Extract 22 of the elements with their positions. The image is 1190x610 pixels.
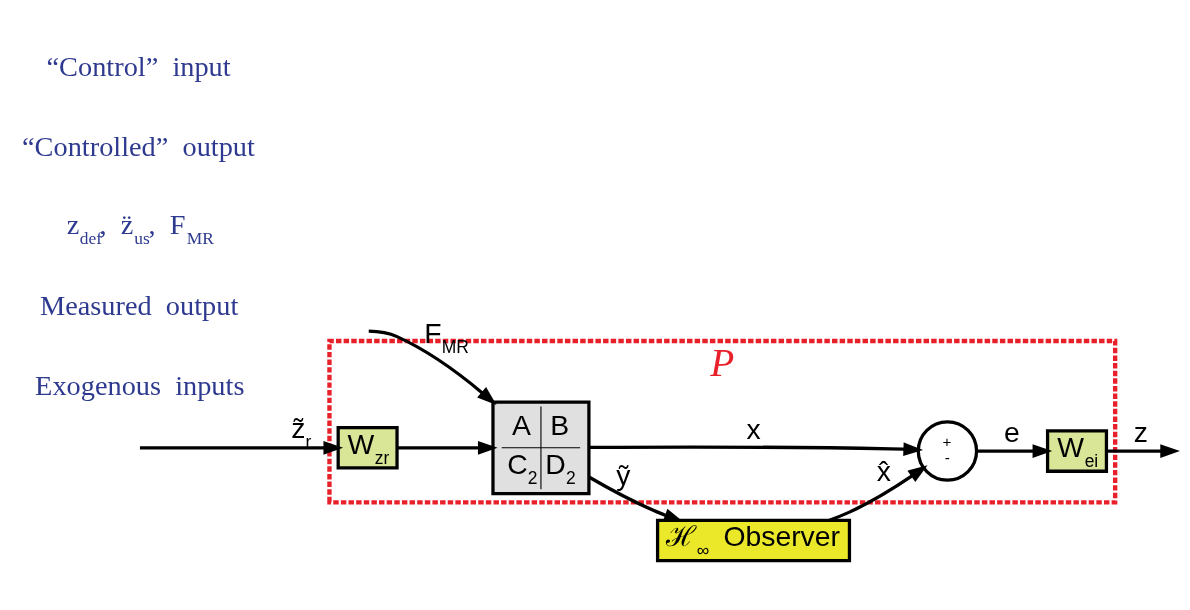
node-circle: + - (916, 420, 979, 482)
node-box: ℋ$_{∞}$ Observer (655, 518, 852, 563)
arrow (368, 329, 497, 406)
edge-label: z (1133, 416, 1148, 449)
edge-label: x̂ (876, 455, 891, 488)
label: z$_{def}$, z̈$_{us}$, F$_{MR}$ (66, 209, 214, 249)
arrow (139, 440, 344, 455)
edge-label: ỹ (616, 458, 631, 491)
edge-label: x (746, 412, 761, 445)
arrow (828, 465, 928, 522)
edge-label: e (1003, 416, 1020, 449)
arrow (397, 440, 498, 455)
arrow (976, 444, 1053, 458)
label: “Controlled” output (22, 130, 255, 162)
label: Measured output (40, 290, 239, 322)
arrow (1106, 444, 1180, 458)
arrow (589, 442, 924, 457)
node-box: W$_{ei}$ (1045, 429, 1109, 473)
node-box: A B C$_{2}$ D$_{2}$ (491, 400, 591, 496)
node-box: W$_{zr}$ (336, 426, 399, 470)
label: “Control” input (46, 51, 231, 83)
label: Exogenous inputs (35, 369, 245, 401)
